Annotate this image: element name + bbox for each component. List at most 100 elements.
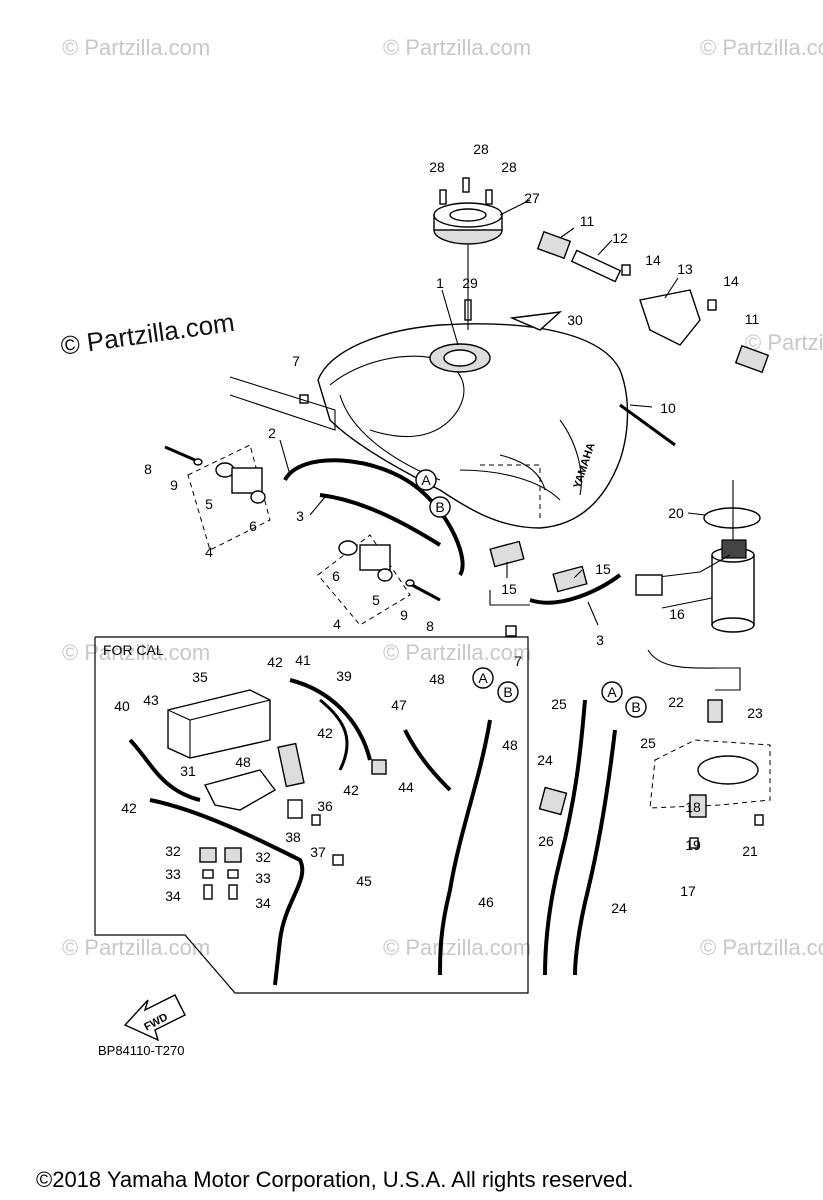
bolt — [505, 625, 517, 637]
damper-group-lower — [317, 534, 441, 626]
callout-42: 42 — [267, 654, 283, 670]
hose — [543, 699, 587, 976]
callout-11: 11 — [580, 213, 595, 229]
callout-37: 37 — [310, 844, 326, 860]
fuel-cap — [433, 177, 503, 330]
callout-42: 42 — [121, 800, 137, 816]
hose — [529, 573, 622, 605]
callout-14: 14 — [723, 273, 739, 289]
damper — [489, 540, 525, 568]
watermark: © Partzilla.com — [745, 330, 823, 355]
watermark-main: © Partzilla.com — [59, 307, 237, 361]
callout-letter-a: A — [421, 472, 431, 488]
callout-5: 5 — [205, 496, 213, 512]
for-cal-section: FOR CAL — [94, 636, 529, 1042]
damper-group-upper — [164, 444, 271, 551]
callout-6: 6 — [249, 518, 257, 534]
callout-48: 48 — [502, 737, 518, 753]
callout-24: 24 — [537, 752, 553, 768]
callout-34: 34 — [165, 888, 181, 904]
watermark: © Partzilla.com — [62, 640, 210, 665]
watermark: © Partzilla.com — [383, 35, 531, 60]
callout-3: 3 — [596, 632, 604, 648]
callout-letter-a: A — [607, 684, 617, 700]
callout-42: 42 — [317, 725, 333, 741]
callout-21: 21 — [742, 843, 758, 859]
callout-35: 35 — [192, 669, 208, 685]
watermark: © Partzilla.com — [700, 935, 823, 960]
bolt — [619, 403, 676, 447]
callout-numbers: 28 28 28 27 11 12 14 13 14 11 1 29 30 7 … — [114, 141, 763, 916]
callout-8: 8 — [144, 461, 152, 477]
callout-40: 40 — [114, 698, 130, 714]
callout-15: 15 — [595, 561, 611, 577]
callout-10: 10 — [660, 400, 676, 416]
callout-43: 43 — [143, 692, 159, 708]
fuel-pump — [635, 480, 771, 849]
callout-44: 44 — [398, 779, 414, 795]
callout-33: 33 — [255, 870, 271, 886]
callout-38: 38 — [285, 829, 301, 845]
callout-letter-b: B — [435, 499, 444, 515]
callout-32: 32 — [165, 843, 181, 859]
callout-4: 4 — [333, 616, 341, 632]
callout-4: 4 — [205, 544, 213, 560]
callout-5: 5 — [372, 592, 380, 608]
callout-42: 42 — [343, 782, 359, 798]
callout-18: 18 — [685, 799, 701, 815]
callout-28: 28 — [501, 159, 517, 175]
callout-7: 7 — [514, 653, 522, 669]
callout-16: 16 — [669, 606, 685, 622]
callout-23: 23 — [747, 705, 763, 721]
leader-lines — [229, 199, 713, 626]
diagram-code: BP84110-T270 — [98, 1043, 185, 1058]
watermark: © Partzilla.com — [62, 35, 210, 60]
callout-12: 12 — [612, 230, 628, 246]
callout-34: 34 — [255, 895, 271, 911]
callout-28: 28 — [473, 141, 489, 157]
callout-17: 17 — [680, 883, 696, 899]
callout-28: 28 — [429, 159, 445, 175]
callout-26: 26 — [538, 833, 554, 849]
hose — [319, 493, 442, 547]
callout-45: 45 — [356, 873, 372, 889]
callout-46: 46 — [478, 894, 494, 910]
callout-letter-a: A — [478, 670, 488, 686]
callout-32: 32 — [255, 849, 271, 865]
callout-15: 15 — [501, 581, 517, 597]
watermark: © Partzilla.com — [700, 35, 823, 60]
callout-48: 48 — [235, 754, 251, 770]
callout-letter-b: B — [503, 684, 512, 700]
callout-11: 11 — [745, 311, 760, 327]
watermark: © Partzilla.com — [383, 640, 531, 665]
callout-48: 48 — [429, 671, 445, 687]
callout-27: 27 — [524, 190, 540, 206]
watermark: © Partzilla.com — [62, 935, 210, 960]
decal — [509, 311, 563, 331]
callout-14: 14 — [645, 252, 661, 268]
callout-31: 31 — [180, 763, 196, 779]
hose — [283, 458, 465, 577]
callout-20: 20 — [668, 505, 684, 521]
reference-letters: A B A B A B — [415, 469, 647, 718]
copyright: ©2018 Yamaha Motor Corporation, U.S.A. A… — [36, 1167, 633, 1192]
callout-6: 6 — [332, 568, 340, 584]
callout-30: 30 — [567, 312, 583, 328]
callout-7: 7 — [292, 353, 300, 369]
damper — [552, 565, 588, 593]
callout-47: 47 — [391, 697, 407, 713]
callout-25: 25 — [640, 735, 656, 751]
callout-2: 2 — [268, 425, 276, 441]
callout-41: 41 — [295, 652, 311, 668]
callout-3: 3 — [296, 508, 304, 524]
callout-24: 24 — [611, 900, 627, 916]
callout-39: 39 — [336, 668, 352, 684]
callout-9: 9 — [170, 477, 178, 493]
clamp — [538, 786, 568, 816]
fuel-tank: YAMAHA — [317, 323, 629, 529]
watermark: © Partzilla.com — [383, 935, 531, 960]
callout-19: 19 — [685, 837, 701, 853]
callout-29: 29 — [462, 275, 478, 291]
callout-36: 36 — [317, 798, 333, 814]
